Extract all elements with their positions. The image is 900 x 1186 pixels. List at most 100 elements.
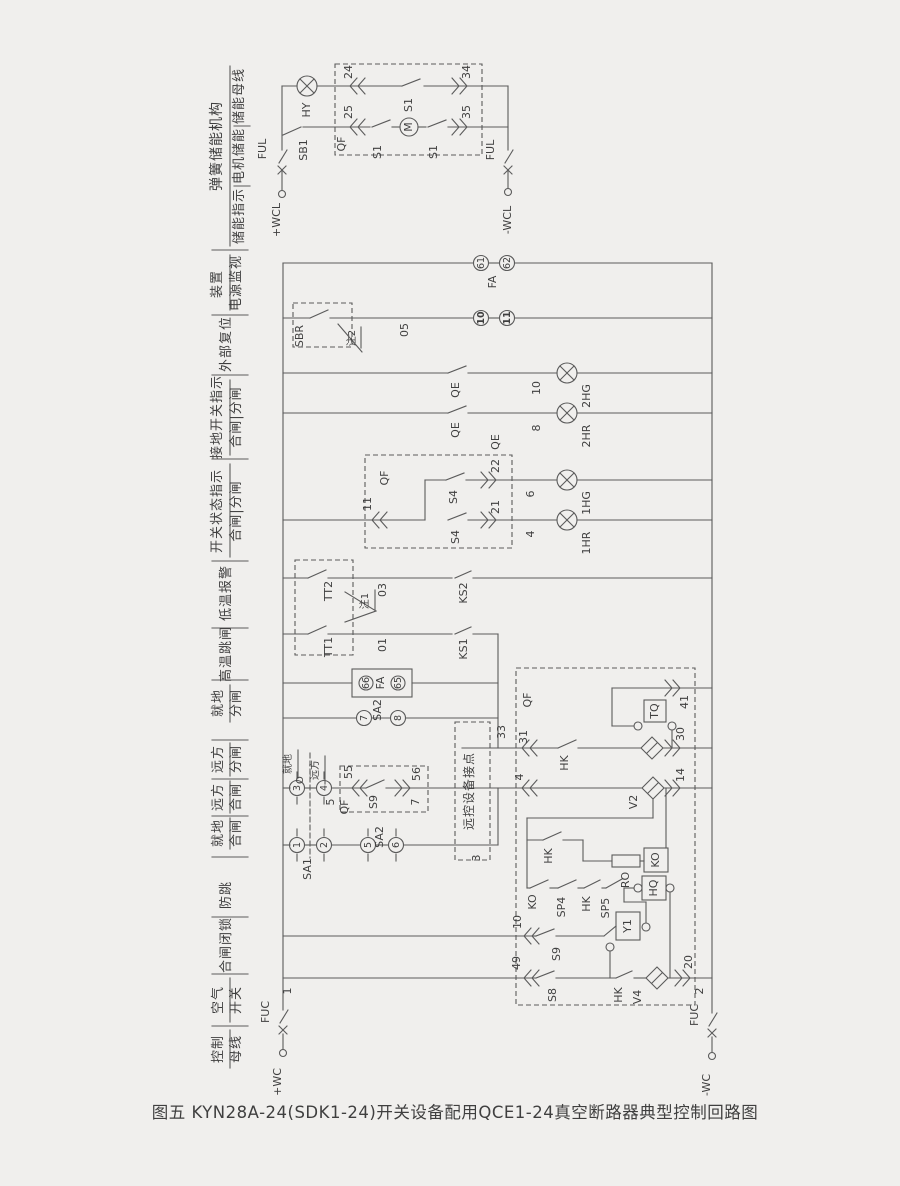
label-wire-1: 1 [281, 988, 294, 995]
ro-resistor [611, 854, 641, 868]
label-high-temp-trip: 高温跳闸 [218, 626, 234, 682]
label-remote-close-1: 远方 [210, 783, 226, 811]
sidebar-divider-lines [211, 65, 251, 1069]
lamp-2hg-icon [556, 362, 578, 384]
label-ko-contact: KO [526, 894, 539, 910]
label-power-monitor: 电源监视 [229, 255, 244, 311]
label-ro: RO [619, 872, 632, 889]
diode-trip-icon [640, 736, 664, 760]
contact-20-icon [674, 969, 691, 987]
terminal-circle-62 [498, 254, 516, 272]
label-contact-21: 21 [489, 500, 502, 514]
rows-bottom-feeds [282, 935, 537, 979]
label-switch-status-sub: 合闸|分闸 [229, 480, 244, 541]
y1-terminal-right [641, 922, 651, 932]
label-sa1: SA1 [301, 858, 314, 880]
contact-4-icon [521, 779, 538, 797]
label-s8: S8 [546, 988, 559, 1002]
terminal-circle-11 [498, 309, 516, 327]
label-remote: 远方 [308, 760, 321, 780]
lamp-1hg-icon [556, 469, 578, 491]
label-wire-01: 01 [376, 638, 389, 652]
label-fuc-left: FUC [259, 1001, 272, 1023]
label-motor-m: M [402, 122, 415, 132]
label-qf-s4box: QF [378, 471, 391, 486]
figure-caption: 图五 KYN28A-24(SDK1-24)开关设备配用QCE1-24真空断路器典… [152, 1103, 758, 1122]
terminal-circle-5 [359, 836, 377, 854]
label-ko-box: KO [649, 852, 662, 868]
label-hk-interlock: HK [612, 986, 625, 1002]
terminal-circle-8 [389, 709, 407, 727]
label-remote-open-1: 远方 [210, 745, 226, 773]
row-external-reset: 10 11 SBR 注2 05 [282, 302, 713, 353]
label-local: 就地 [281, 754, 294, 774]
label-tt1: TT1 [322, 637, 335, 658]
label-qf-55box: QF [338, 800, 351, 815]
charging-qf-dashed-box [334, 63, 483, 156]
label-contact-56: 56 [410, 767, 423, 781]
label-contact-41: 41 [678, 695, 691, 709]
label-1hr: 1HR [580, 531, 593, 554]
label-motor-charge: 电机储能 [232, 128, 247, 184]
diode-v2-icon [641, 776, 665, 800]
terminal-circle-61 [472, 254, 490, 272]
label-contact-4: 4 [513, 774, 526, 781]
fa-box [351, 668, 413, 698]
label-wc-plus: +WC [271, 1068, 284, 1096]
terminal-wcl-minus [503, 187, 513, 197]
contact-34-icon [451, 77, 468, 95]
remote-contact-box: 远控设备接点 33 [454, 721, 517, 861]
contact-56-icon [394, 779, 411, 797]
label-s1-right: S1 [427, 145, 440, 159]
label-sp5: SP5 [599, 898, 612, 919]
terminal-circle-3 [288, 779, 306, 797]
contact-25-icon [349, 118, 366, 136]
label-note1: 注1 [358, 593, 371, 609]
label-qe-1: QE [449, 382, 462, 398]
rows-local-trip: 66 65 FA 7 8 SA2 [282, 633, 499, 749]
label-c10: 10 [476, 311, 487, 325]
label-spring-mechanism: 弹簧储能机构 [209, 101, 225, 191]
terminal-circle-7 [355, 709, 373, 727]
label-contact-10: 10 [511, 915, 524, 929]
label-earth-switch-sub: 合闸|分闸 [229, 386, 244, 447]
label-c65: 65 [393, 677, 404, 689]
label-contact-31: 31 [517, 730, 530, 744]
label-wire-2: 2 [693, 988, 706, 995]
label-c4: 4 [319, 785, 330, 791]
label-ks1: KS1 [457, 638, 470, 659]
label-contact-20: 20 [682, 955, 695, 969]
label-tt2: TT2 [322, 581, 335, 602]
label-air-switch-1: 空气 [210, 986, 226, 1014]
note1-line-b [344, 610, 377, 623]
label-2hr: 2HR [580, 424, 593, 447]
label-local-open-1: 就地 [211, 689, 226, 717]
label-wire-10a: 10 [530, 381, 543, 395]
label-control-bus-2: 母线 [229, 1035, 244, 1063]
label-remote-contact-box: 远控设备接点 [461, 752, 476, 830]
label-low-temp-alarm: 低温报警 [218, 565, 234, 621]
tq-terminal-left [633, 721, 643, 731]
fuse-ful-left-icon [277, 149, 288, 175]
label-c11: 11 [502, 311, 513, 324]
label-s9-antipump: S9 [550, 947, 563, 961]
label-25: 25 [342, 105, 355, 119]
charging-circuit-symbols [277, 75, 514, 199]
sidebar-labels: 弹簧储能机构 储能母线 电机储能 储能指示 装置 电源监视 外部复位 接地开关指… [209, 68, 247, 1063]
terminal-circle-6 [387, 836, 405, 854]
terminal-wcl-plus [277, 189, 287, 199]
terminal-circle-2 [315, 836, 333, 854]
label-wcl-plus: +WCL [270, 202, 283, 237]
label-sa2-close: SA2 [373, 826, 386, 848]
label-storage-bus: 储能母线 [232, 68, 247, 124]
y1-terminal-bottom [605, 942, 615, 952]
contact-41-icon [664, 679, 681, 697]
label-contact-55: 55 [342, 765, 355, 779]
label-1hg: 1HG [580, 491, 593, 515]
label-2hg: 2HG [580, 384, 593, 408]
fuse-fuc-left-icon [278, 1009, 289, 1035]
label-c8: 8 [393, 715, 404, 721]
label-24: 24 [342, 65, 355, 79]
label-ful-left: FUL [256, 138, 269, 159]
